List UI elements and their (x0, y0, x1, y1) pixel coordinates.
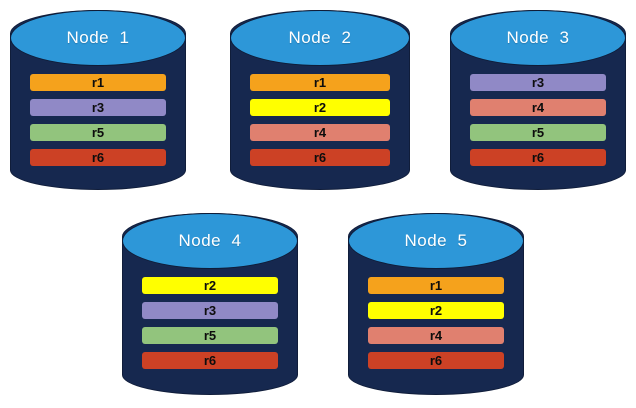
replica-bar-r6[interactable]: r6 (470, 149, 606, 166)
replica-bar-r5[interactable]: r5 (142, 327, 278, 344)
node-label: Node 4 (178, 231, 242, 250)
replica-bar-r1[interactable]: r1 (368, 277, 504, 294)
cylinder-top-icon (348, 213, 524, 269)
database-node-3[interactable]: Node 3 r3 r4 r5 r6 (450, 10, 626, 190)
replica-bar-r4[interactable]: r4 (368, 327, 504, 344)
database-node-1[interactable]: Node 1 r1 r3 r5 r6 (10, 10, 186, 190)
replica-bar-r6[interactable]: r6 (250, 149, 390, 166)
cylinder-top-icon (230, 10, 410, 66)
replica-bar-r5[interactable]: r5 (470, 124, 606, 141)
replica-bar-r2[interactable]: r2 (142, 277, 278, 294)
replica-bar-r1[interactable]: r1 (250, 74, 390, 91)
replica-bar-r4[interactable]: r4 (470, 99, 606, 116)
database-node-5[interactable]: Node 5 r1 r2 r4 r6 (348, 213, 524, 395)
replica-bar-r4[interactable]: r4 (250, 124, 390, 141)
replica-list: r1 r2 r4 r6 (348, 269, 524, 369)
replica-list: r3 r4 r5 r6 (450, 66, 626, 166)
node-label: Node 1 (66, 28, 130, 47)
database-node-2[interactable]: Node 2 r1 r2 r4 r6 (230, 10, 410, 190)
replica-list: r2 r3 r5 r6 (122, 269, 298, 369)
node-label: Node 5 (404, 231, 468, 250)
cylinder-top-icon (450, 10, 626, 66)
replica-bar-r2[interactable]: r2 (250, 99, 390, 116)
replica-bar-r6[interactable]: r6 (368, 352, 504, 369)
replica-bar-r3[interactable]: r3 (30, 99, 166, 116)
replica-bar-r3[interactable]: r3 (142, 302, 278, 319)
replica-bar-r6[interactable]: r6 (142, 352, 278, 369)
replica-bar-r3[interactable]: r3 (470, 74, 606, 91)
cylinder-top-icon (10, 10, 186, 66)
replica-list: r1 r3 r5 r6 (10, 66, 186, 166)
node-label: Node 2 (288, 28, 352, 47)
replica-bar-r5[interactable]: r5 (30, 124, 166, 141)
replica-bar-r6[interactable]: r6 (30, 149, 166, 166)
replica-bar-r2[interactable]: r2 (368, 302, 504, 319)
cylinder-top-icon (122, 213, 298, 269)
database-node-4[interactable]: Node 4 r2 r3 r5 r6 (122, 213, 298, 395)
replica-bar-r1[interactable]: r1 (30, 74, 166, 91)
replica-list: r1 r2 r4 r6 (230, 66, 410, 166)
node-label: Node 3 (506, 28, 570, 47)
